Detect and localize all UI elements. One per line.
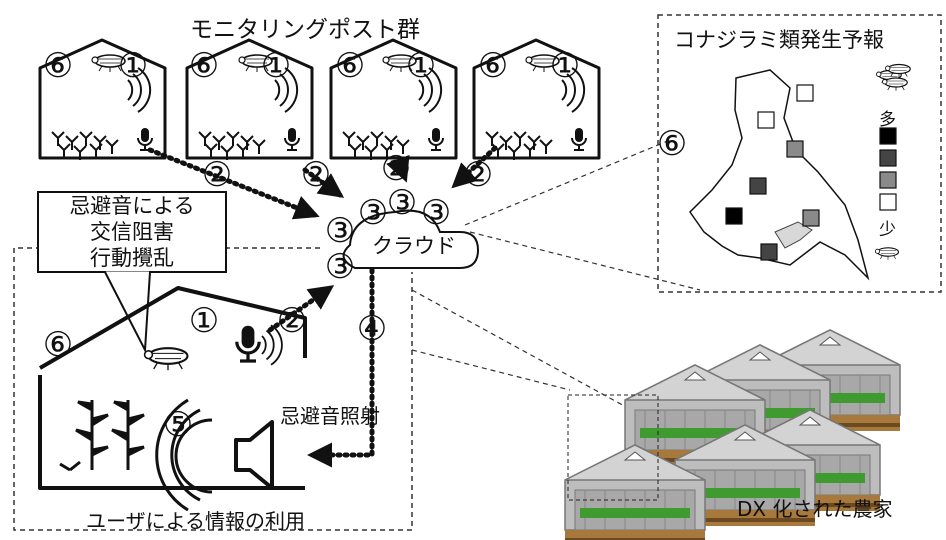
cloud-label: クラウド: [372, 234, 456, 258]
sound-emission-label: 忌避音照射: [280, 404, 380, 428]
mark-3-c: ③: [421, 193, 451, 233]
mark-1-post3: ①: [406, 46, 436, 86]
monitoring-title: モニタリングポスト群: [190, 17, 420, 43]
forecast-title: コナジラミ類発生予報: [674, 28, 884, 52]
lake-shape: [774, 221, 813, 249]
mark-6-post1: ⑥: [43, 46, 73, 86]
mark-2-a: ②: [202, 155, 232, 195]
callout-text: 忌避音による 交信阻害 行動攪乱: [38, 193, 226, 271]
legend-pest-few: [874, 247, 900, 261]
mark-6-user: ⑥: [43, 325, 73, 365]
mark-3-a: ③: [358, 193, 388, 233]
link-lines: [411, 139, 701, 421]
callout-pointer: [104, 271, 151, 354]
mark-3-e: ③: [325, 247, 355, 287]
step-marks: ⑥ ① ⑥ ① ⑥ ① ⑥ ① ② ② ② ② ③ ③ ③ ③ ③ ⑥ ⑥ ① …: [43, 46, 687, 445]
mark-2-d: ②: [463, 155, 493, 195]
forecast-frame: [657, 14, 942, 293]
callout-line-3: 行動攪乱: [90, 246, 174, 270]
user-plants: [59, 400, 145, 472]
mark-1-user: ①: [189, 301, 219, 341]
user-label: ユーザによる情報の利用: [86, 509, 305, 533]
ibaraki-map: [689, 69, 870, 281]
post-to-cloud-arrows: [147, 145, 498, 468]
dx-farm-label: DX 化された農家: [737, 497, 893, 521]
legend-many-label: 多: [879, 110, 896, 130]
user-frame: [13, 247, 413, 531]
dx-farm: [564, 329, 901, 540]
mark-3-d: ③: [325, 211, 355, 251]
mark-6-post4: ⑥: [478, 46, 508, 86]
mark-6-forecast: ⑥: [657, 124, 687, 164]
mark-6-post3: ⑥: [335, 46, 365, 86]
mark-2-c: ②: [381, 149, 411, 189]
mark-5-user: ⑤: [163, 405, 193, 445]
user-greenhouse: [38, 286, 307, 490]
mark-2-b: ②: [301, 155, 331, 195]
legend-pests-many: [875, 63, 911, 92]
mark-3-b: ③: [387, 183, 417, 223]
mark-1-post1: ①: [118, 46, 148, 86]
mark-2-user: ②: [277, 301, 307, 341]
mark-4-user: ④: [357, 309, 387, 349]
forecast-legend: [879, 127, 897, 211]
mark-1-post2: ①: [261, 46, 291, 86]
mark-1-post4: ①: [550, 46, 580, 86]
callout-line-2: 交信阻害: [90, 220, 174, 244]
user-microphone: [235, 324, 261, 363]
user-pest: [143, 347, 189, 372]
mark-6-post2: ⑥: [189, 46, 219, 86]
speaker-icon: [155, 398, 274, 512]
legend-few-label: 少: [879, 220, 896, 240]
callout-box: [37, 191, 227, 273]
callout-line-1: 忌避音による: [69, 194, 195, 218]
forecast-squares: [725, 84, 820, 261]
cloud-shape: [342, 209, 480, 269]
